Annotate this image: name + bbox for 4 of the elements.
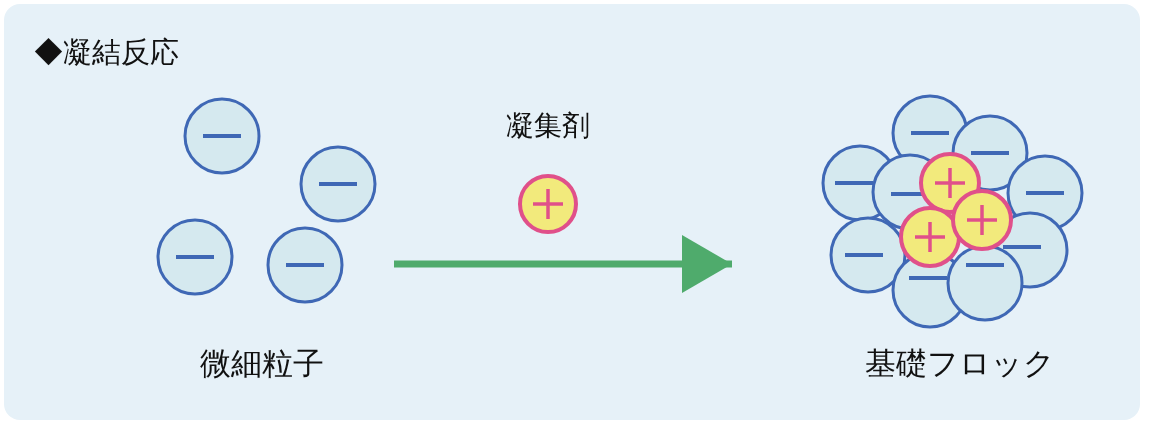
edge-label: 凝集剤 <box>506 112 590 140</box>
node-label: 微細粒子 <box>200 348 324 379</box>
node-label: 基礎フロック <box>865 348 1055 379</box>
diagram-title: ◆凝結反応 <box>34 38 179 67</box>
